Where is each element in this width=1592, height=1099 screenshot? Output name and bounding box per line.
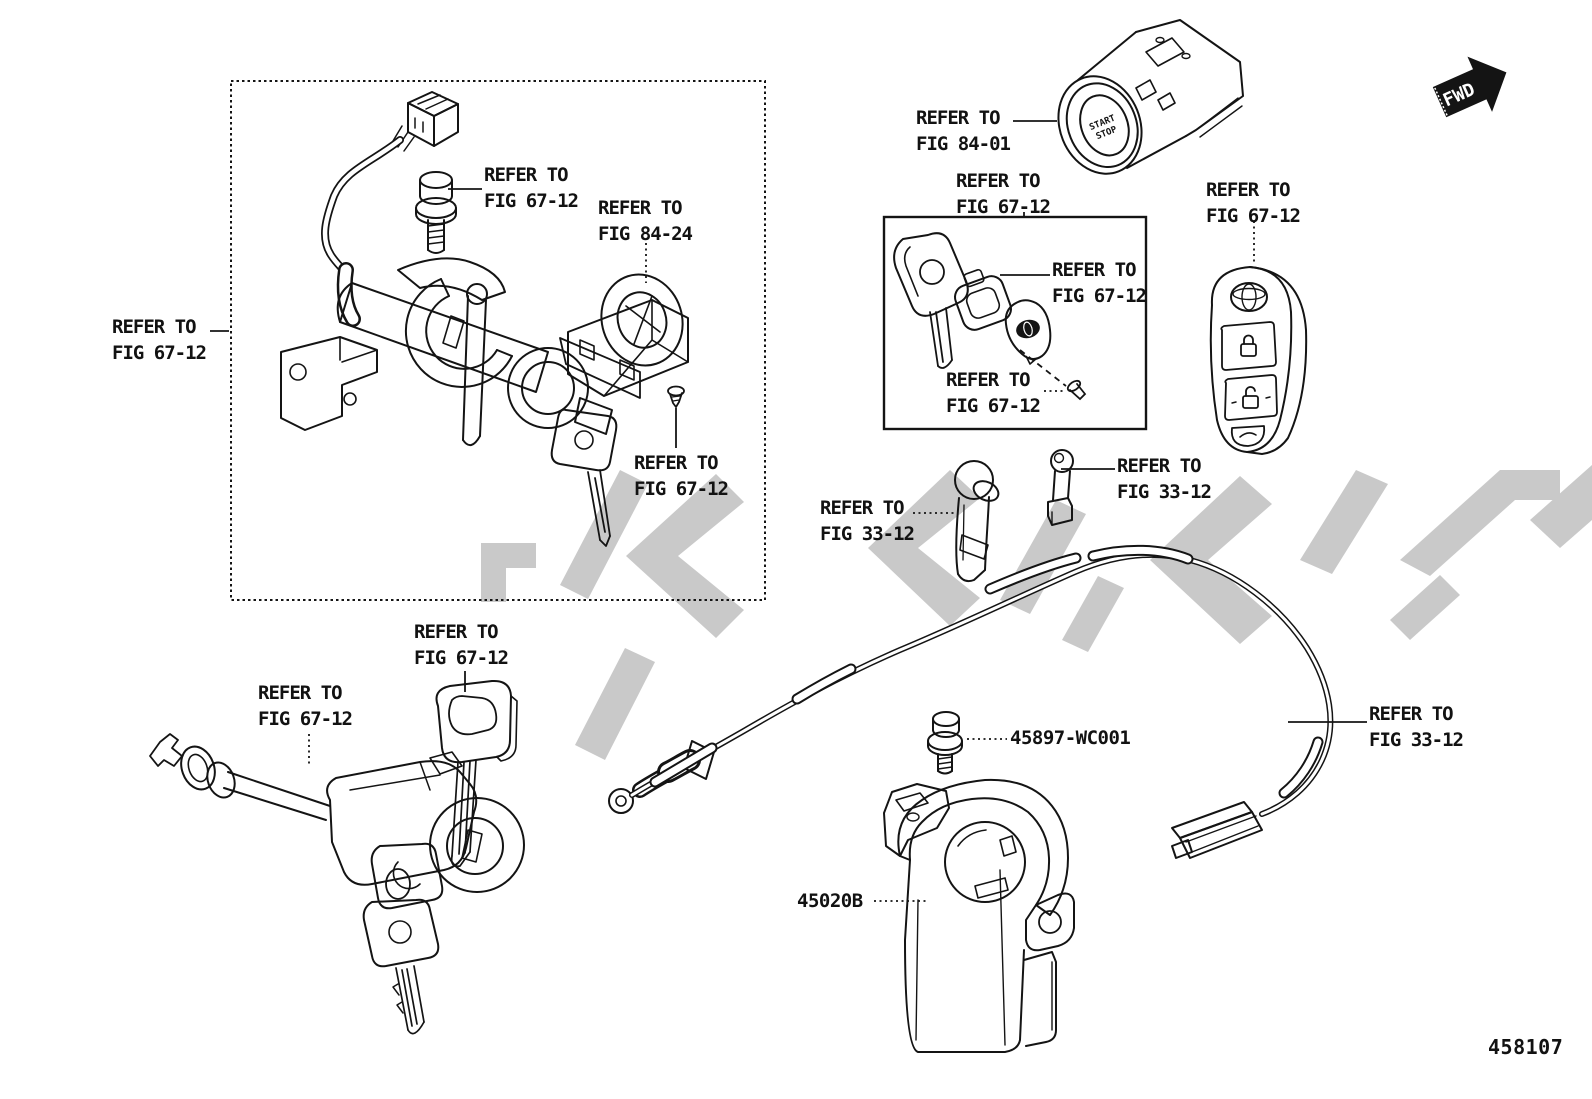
callout-line: FIG 67-12 (956, 196, 1051, 218)
callout-door-lock-cylinder: REFER TO FIG 67-12 (258, 680, 353, 732)
callout-line: REFER TO (112, 316, 197, 338)
callout-release-lever-right: REFER TO FIG 33-12 (1117, 453, 1212, 505)
ignition-assembly-box (230, 80, 766, 601)
callout-line: REFER TO (258, 682, 343, 704)
engine-switch-face-text: START STOP (1088, 113, 1119, 142)
key-set-box (882, 215, 1148, 431)
release-lever-right-drawing (1047, 449, 1074, 526)
key-pad-drawing (954, 268, 1012, 331)
blank-key-drawing (435, 679, 518, 868)
callout-line: FIG 67-12 (258, 708, 353, 730)
callout-line: REFER TO (820, 497, 905, 519)
callout-lock-bolt: REFER TO FIG 67-12 (484, 162, 579, 214)
tapping-screw-drawing (667, 385, 685, 409)
callout-line: FIG 67-12 (414, 647, 509, 669)
callout-line: FIG 67-12 (1206, 205, 1301, 227)
callout-line: FIG 67-12 (112, 342, 207, 364)
callout-smart-key: REFER TO FIG 67-12 (1206, 177, 1301, 229)
push-start-switch-drawing (1057, 19, 1244, 175)
callout-line: FIG 33-12 (1369, 729, 1464, 751)
callout-line: FIG 33-12 (820, 523, 915, 545)
callout-push-start-switch: REFER TO FIG 84-01 (916, 105, 1011, 157)
callout-line: REFER TO (1052, 259, 1137, 281)
callout-release-cable: REFER TO FIG 33-12 (1369, 701, 1464, 753)
part-number-45897-wc001: 45897-WC001 (1010, 727, 1131, 749)
release-lever-left-drawing (954, 460, 1000, 583)
lock-cover-drawing (883, 778, 1075, 1053)
part-number-45020b: 45020B (797, 890, 863, 912)
callout-tapping-screw: REFER TO FIG 67-12 (634, 450, 729, 502)
diagram-number: 458107 (1488, 1035, 1564, 1059)
callout-line: REFER TO (1369, 703, 1454, 725)
steering-lock-assembly-drawing (280, 91, 689, 547)
callout-line: REFER TO (956, 170, 1041, 192)
release-cable-drawing (608, 544, 1334, 859)
callout-line: FIG 67-12 (946, 395, 1041, 417)
callout-line: REFER TO (916, 107, 1001, 129)
key-cap-drawing (1004, 299, 1052, 365)
callout-steering-lock-assembly: REFER TO FIG 67-12 (112, 314, 207, 366)
callout-line: REFER TO (946, 369, 1031, 391)
smart-key-drawing (1209, 266, 1308, 455)
callout-line: FIG 33-12 (1117, 481, 1212, 503)
fwd-arrow: FWD (1432, 56, 1507, 118)
callout-blank-key: REFER TO FIG 67-12 (414, 619, 509, 671)
callout-line: REFER TO (414, 621, 499, 643)
callout-line: FIG 84-24 (598, 223, 693, 245)
lock-bolt-drawing (415, 171, 457, 254)
leader-lines (210, 120, 1367, 902)
cap-screw-drawing (1066, 379, 1087, 401)
callout-transponder-ring: REFER TO FIG 84-24 (598, 195, 693, 247)
callout-line: FIG 67-12 (484, 190, 579, 212)
callout-line: FIG 67-12 (634, 478, 729, 500)
callout-line: REFER TO (634, 452, 719, 474)
callout-line: FIG 84-01 (916, 133, 1011, 155)
callout-line: REFER TO (1117, 455, 1202, 477)
callout-release-lever-left: REFER TO FIG 33-12 (820, 495, 915, 547)
callout-line: REFER TO (484, 164, 569, 186)
callout-line: REFER TO (1206, 179, 1291, 201)
callout-key-set-box: REFER TO FIG 67-12 (956, 168, 1051, 220)
master-key-drawing (893, 232, 969, 369)
watermark-logo (481, 465, 1592, 760)
callout-line: FIG 67-12 (1052, 285, 1147, 307)
callout-key-cap: REFER TO FIG 67-12 (946, 367, 1041, 419)
clamp-bolt-drawing (927, 711, 963, 775)
callout-line: REFER TO (598, 197, 683, 219)
door-lock-cylinder-drawing (149, 733, 525, 1035)
callout-key-pad: REFER TO FIG 67-12 (1052, 257, 1147, 309)
